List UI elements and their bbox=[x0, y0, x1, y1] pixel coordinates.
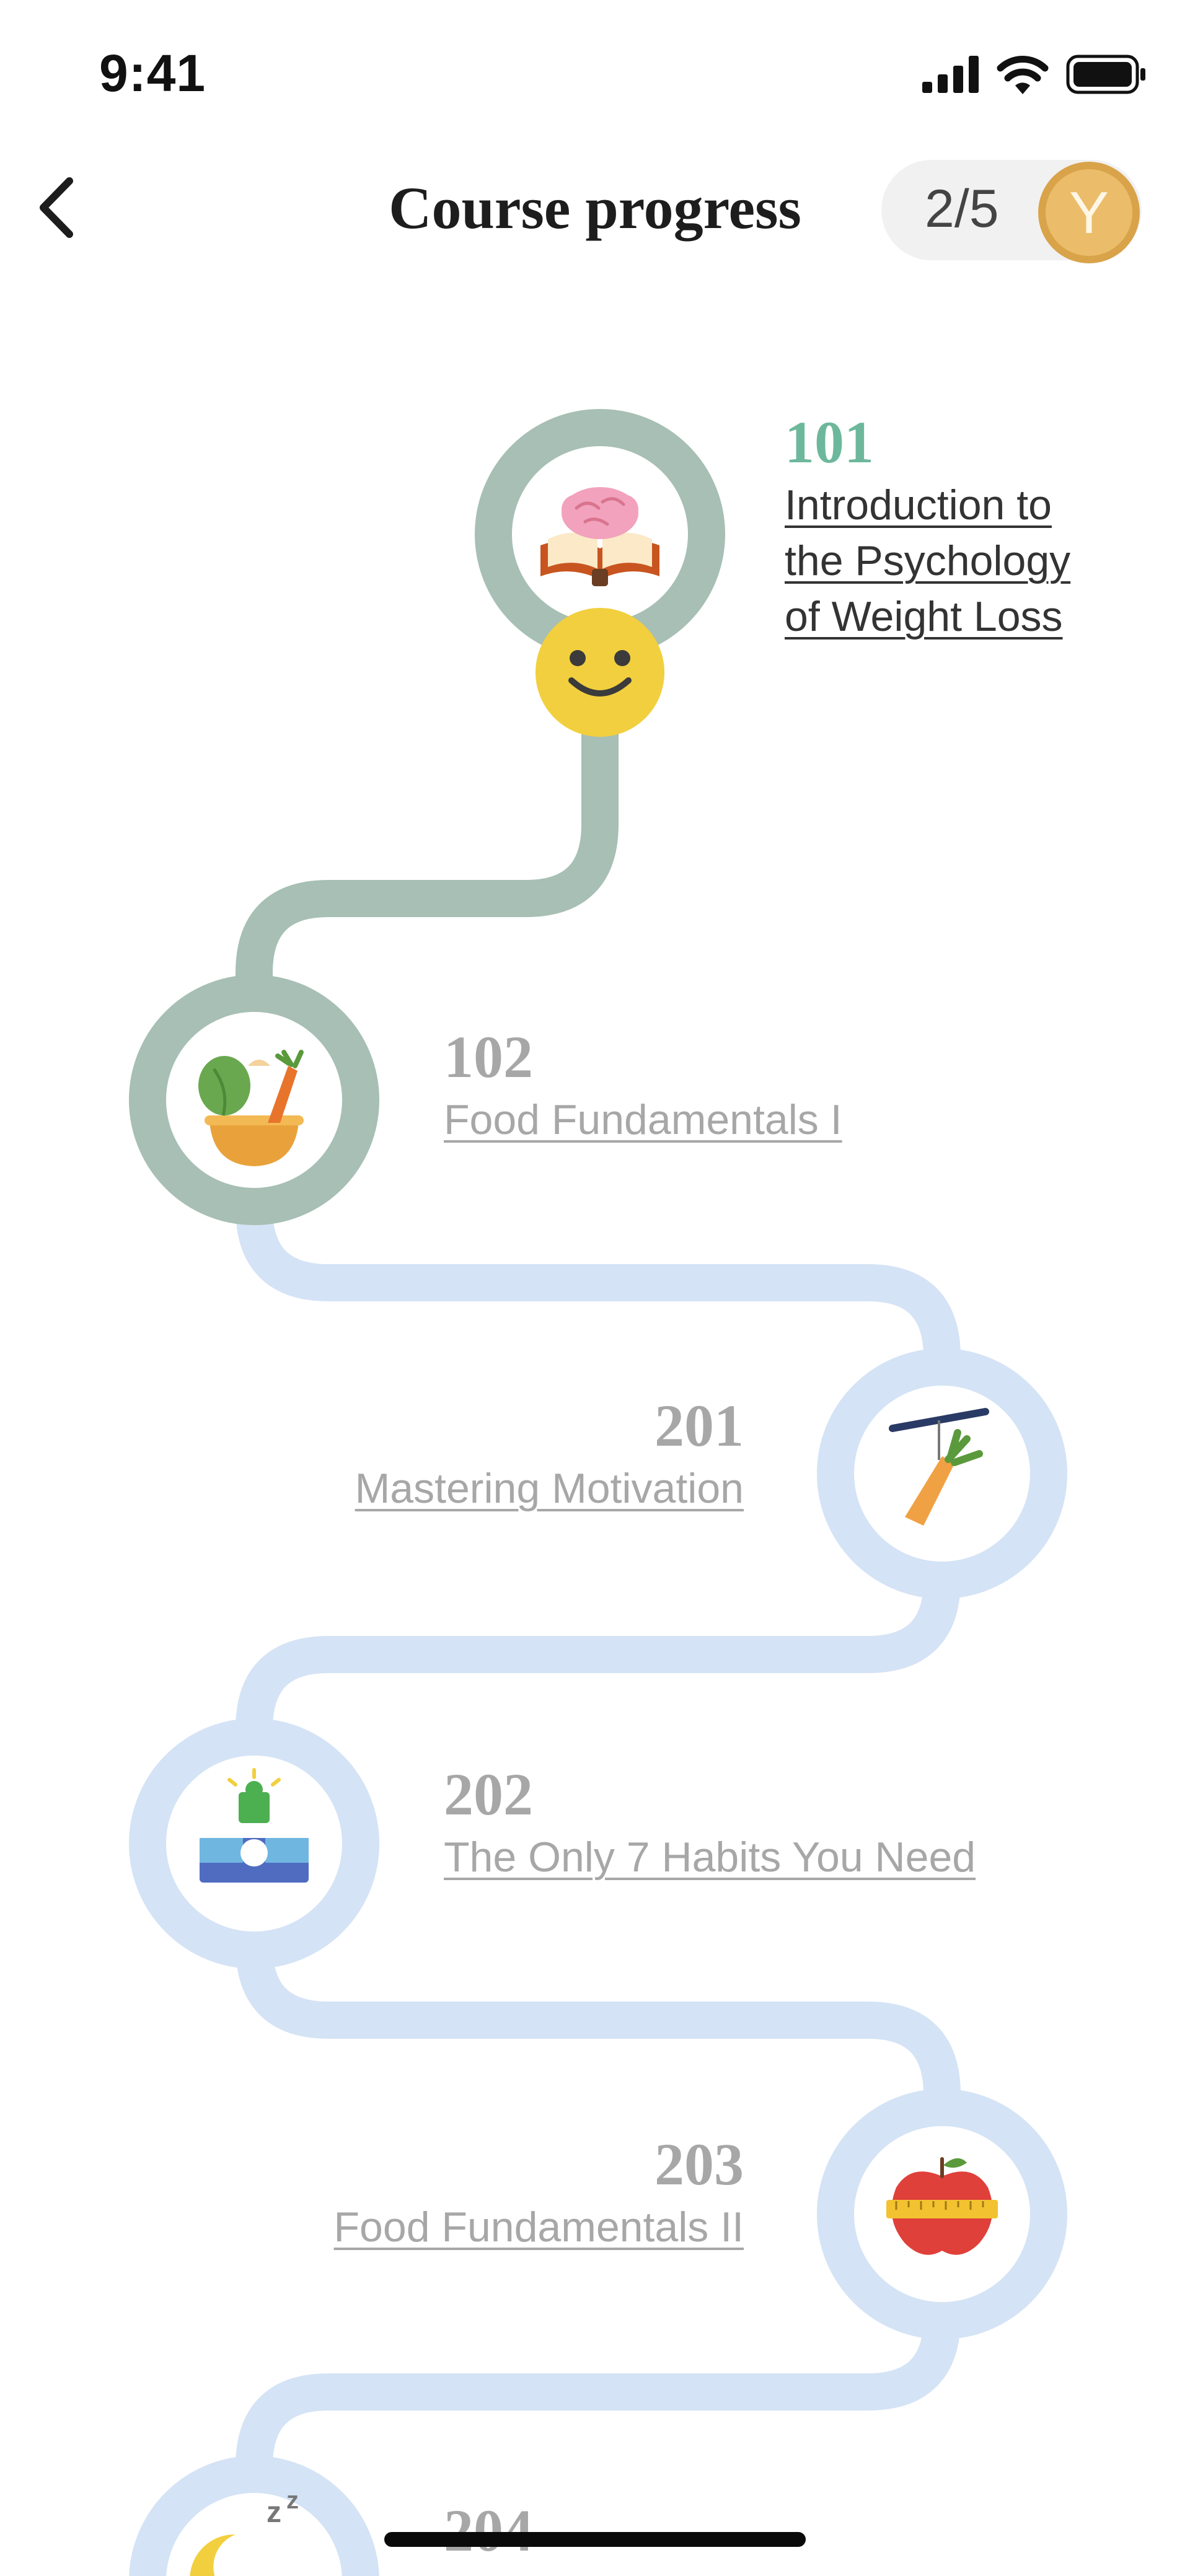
lesson-number-202: 202 bbox=[444, 1761, 533, 1827]
wifi-icon bbox=[997, 56, 1049, 94]
status-icons bbox=[922, 50, 1147, 99]
lesson-node-202[interactable] bbox=[129, 1718, 379, 1969]
lesson-title-101[interactable]: Introduction to the Psychology of Weight… bbox=[785, 477, 1070, 644]
mascot-smiley-icon bbox=[536, 608, 664, 737]
lesson-title-102[interactable]: Food Fundamentals I bbox=[444, 1096, 842, 1143]
coin-icon: Y bbox=[1038, 162, 1140, 263]
lesson-title-line: Introduction to bbox=[785, 481, 1052, 529]
apple-tape-icon bbox=[886, 2157, 998, 2255]
brain-book-icon bbox=[540, 487, 659, 586]
lesson-node-204[interactable]: z z bbox=[129, 2456, 379, 2576]
carrot-stick-icon bbox=[889, 1408, 989, 1526]
lesson-title-201[interactable]: Mastering Motivation bbox=[355, 1465, 744, 1512]
battery-icon bbox=[1066, 55, 1145, 94]
lesson-title-202[interactable]: The Only 7 Habits You Need bbox=[444, 1834, 976, 1881]
lesson-number-102: 102 bbox=[444, 1024, 533, 1090]
status-time: 9:41 bbox=[99, 44, 206, 102]
lesson-number-203: 203 bbox=[654, 2131, 744, 2197]
lesson-number-201: 201 bbox=[654, 1392, 744, 1459]
lesson-node-102[interactable] bbox=[129, 975, 379, 1225]
lesson-node-101[interactable] bbox=[475, 409, 725, 737]
path-segment-completed bbox=[236, 514, 619, 1115]
home-indicator[interactable] bbox=[384, 2532, 806, 2547]
puzzle-icon bbox=[200, 1768, 309, 1883]
chevron-left-icon bbox=[40, 177, 73, 238]
svg-text:z: z bbox=[286, 2487, 299, 2514]
lesson-title-line: the Psychology bbox=[785, 537, 1071, 584]
moon-sleep-icon: z z bbox=[190, 2487, 299, 2576]
page-title: Course progress bbox=[389, 175, 801, 241]
lesson-number-204: 204 bbox=[444, 2497, 533, 2564]
lesson-number-101: 101 bbox=[785, 409, 874, 475]
svg-text:z: z bbox=[267, 2496, 281, 2529]
lesson-title-line: of Weight Loss bbox=[785, 593, 1063, 640]
signal-icon bbox=[922, 56, 979, 93]
coin-letter: Y bbox=[1069, 180, 1109, 246]
lesson-title-203[interactable]: Food Fundamentals II bbox=[333, 2204, 744, 2251]
progress-count: 2/5 bbox=[925, 179, 999, 239]
salad-bowl-icon bbox=[198, 1050, 304, 1166]
back-button[interactable] bbox=[19, 167, 93, 248]
lesson-node-201[interactable] bbox=[817, 1348, 1067, 1599]
lesson-node-203[interactable] bbox=[817, 2089, 1067, 2339]
